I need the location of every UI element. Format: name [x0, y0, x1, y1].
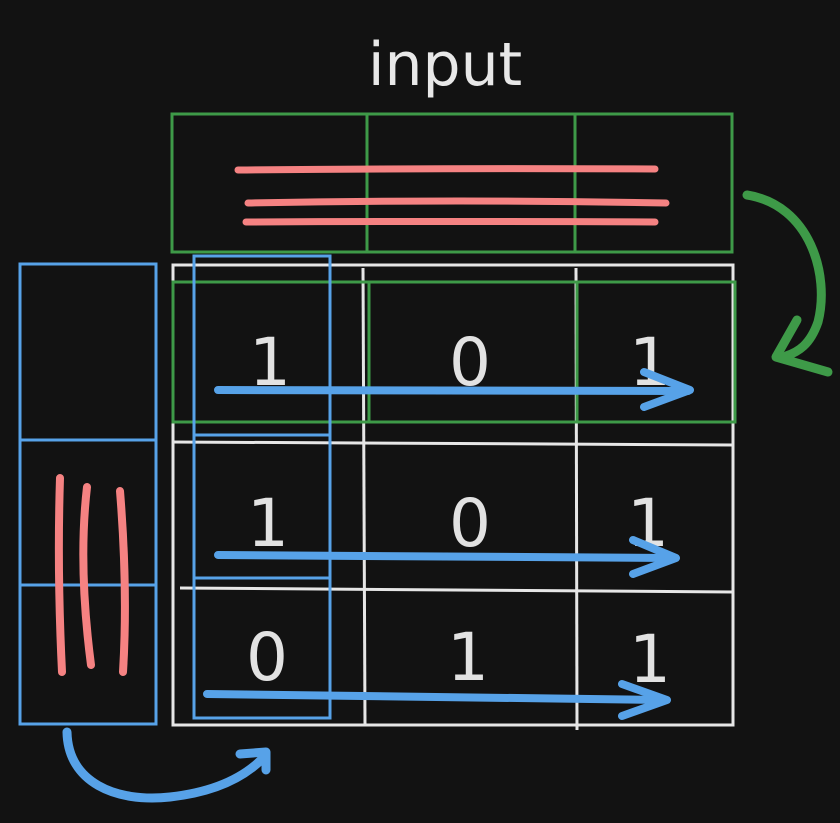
red-scribble-vertical: [54, 474, 129, 676]
row-arrow-2: [214, 536, 680, 578]
green-curved-arrow: [742, 190, 833, 377]
cell-r2-c2: 0: [449, 485, 491, 562]
row-arrow-1: [214, 368, 694, 411]
green-row-highlight: [171, 280, 737, 424]
blue-input-column: [18, 262, 158, 726]
cell-r3-c2: 1: [447, 619, 489, 696]
matrix-values: 1 0 1 1 0 1 0 1 1: [246, 324, 671, 698]
cell-r3-c1: 0: [246, 619, 288, 696]
row-arrow-3: [203, 680, 671, 720]
blue-curved-arrow: [62, 727, 271, 803]
green-input-row: [170, 112, 734, 254]
red-scribble-horizontal: [234, 165, 670, 226]
diagram-title: input: [368, 30, 522, 100]
blue-column-highlight: [192, 254, 332, 720]
cell-r2-c1: 1: [247, 485, 289, 562]
row-arrows: [203, 368, 694, 720]
